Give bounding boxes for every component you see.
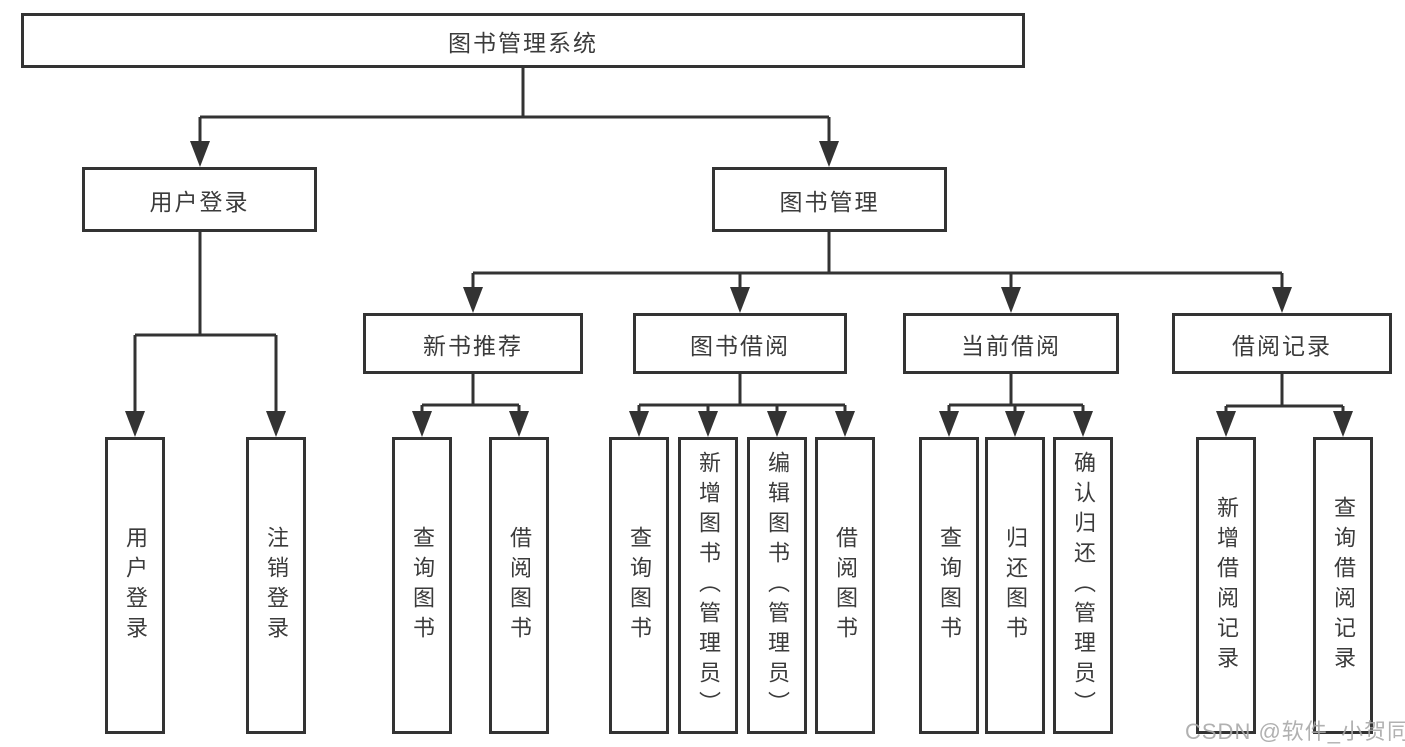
connector-new-book-recommend-to-leaves [412,374,529,437]
connector-current-borrowing-to-leaves [939,374,1093,437]
node-book-borrowing: 图书借阅 [633,313,847,374]
leaf-user-login: 用户登录 [105,437,165,734]
connector-user-login-to-leaves [125,232,286,437]
node-library-management-system: 图书管理系统 [21,13,1025,68]
leaf-confirm-return-admin: 确认归还（管理员） [1053,437,1113,734]
arrow-down-icon [767,411,787,437]
node-label: 借阅图书 [833,525,858,646]
node-new-book-recommend: 新书推荐 [363,313,583,374]
node-label: 查询图书 [627,525,652,646]
node-current-borrowing: 当前借阅 [903,313,1119,374]
node-label: 新书推荐 [423,332,523,359]
leaf-add-books-admin: 新增图书（管理员） [678,437,738,734]
arrow-down-icon [125,411,145,437]
node-label: 新增图书（管理员） [696,450,721,721]
arrow-down-icon [266,411,286,437]
node-user-login: 用户登录 [82,167,317,232]
arrow-down-icon [463,287,483,313]
leaf-return-books: 归还图书 [985,437,1045,734]
node-label: 编辑图书（管理员） [765,450,790,721]
arrow-down-icon [1272,287,1292,313]
node-label: 确认归还（管理员） [1071,450,1096,721]
arrow-down-icon [190,141,210,167]
node-label: 查询图书 [410,525,435,646]
leaf-borrow-books: 借阅图书 [815,437,875,734]
arrow-down-icon [730,287,750,313]
arrow-down-icon [629,411,649,437]
node-label: 查询借阅记录 [1331,495,1356,676]
leaf-edit-books-admin: 编辑图书（管理员） [747,437,807,734]
node-borrowing-records: 借阅记录 [1172,313,1392,374]
leaf-query-books-current: 查询图书 [919,437,979,734]
node-label: 当前借阅 [961,332,1061,359]
node-label: 图书管理 [779,188,880,215]
leaf-add-borrow-record: 新增借阅记录 [1196,437,1256,734]
leaf-borrow-books-recommend: 借阅图书 [489,437,549,734]
leaf-query-books-recommend: 查询图书 [392,437,452,734]
node-label: 归还图书 [1003,525,1028,646]
arrow-down-icon [412,411,432,437]
csdn-watermark: CSDN @软件_小贺同学 [1185,719,1405,744]
arrow-down-icon [819,141,839,167]
arrow-down-icon [1216,411,1236,437]
arrow-down-icon [1001,287,1021,313]
arrow-down-icon [698,411,718,437]
node-label: 用户登录 [149,188,250,215]
arrow-down-icon [1005,411,1025,437]
connector-book-management-to-level3 [463,232,1292,313]
node-label: 借阅记录 [1232,332,1332,359]
node-label: 用户登录 [123,525,148,646]
leaf-logout-login: 注销登录 [246,437,306,734]
connector-book-borrowing-to-leaves [629,374,855,437]
connector-borrowing-records-to-leaves [1216,374,1353,437]
arrow-down-icon [509,411,529,437]
node-label: 图书管理系统 [448,29,598,56]
connector-root-to-level2 [190,68,839,167]
arrow-down-icon [1333,411,1353,437]
node-label: 新增借阅记录 [1214,495,1239,676]
node-label: 借阅图书 [507,525,532,646]
node-label: 注销登录 [264,525,289,646]
leaf-query-borrow-record: 查询借阅记录 [1313,437,1373,734]
arrow-down-icon [835,411,855,437]
node-label: 图书借阅 [690,332,790,359]
arrow-down-icon [939,411,959,437]
leaf-query-books-borrow: 查询图书 [609,437,669,734]
arrow-down-icon [1073,411,1093,437]
node-label: 查询图书 [937,525,962,646]
node-book-management: 图书管理 [712,167,947,232]
